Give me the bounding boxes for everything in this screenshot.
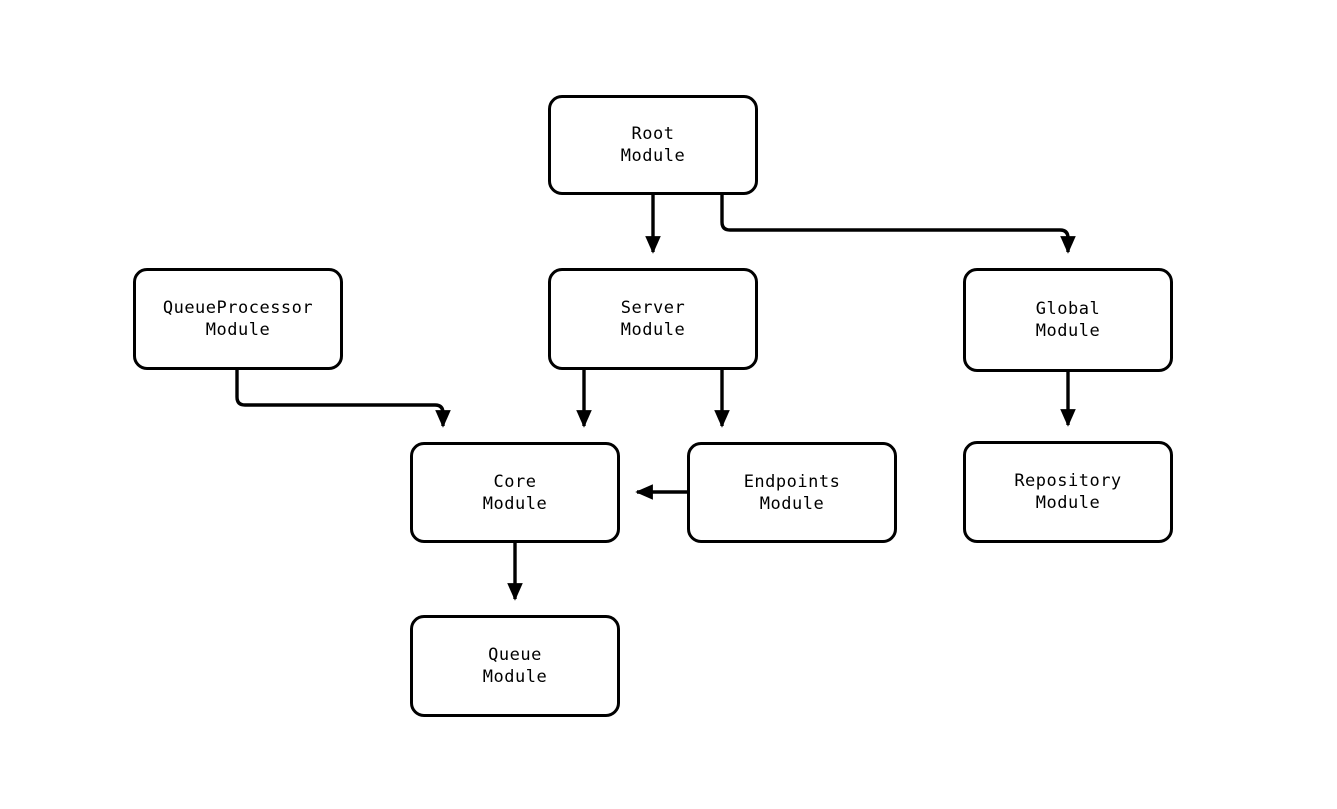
node-core-module[interactable]: Core Module <box>410 442 620 543</box>
node-root-module-label-line1: Root <box>631 124 675 144</box>
node-root-module-label-line2: Module <box>620 146 686 166</box>
node-repository-module-label-line2: Module <box>1035 493 1101 513</box>
node-queue-module[interactable]: Queue Module <box>410 615 620 717</box>
node-server-module[interactable]: Server Module <box>548 268 758 370</box>
node-server-module-label-line1: Server <box>620 298 686 318</box>
node-repository-module[interactable]: Repository Module <box>963 441 1173 543</box>
node-root-module[interactable]: Root Module <box>548 95 758 195</box>
node-endpoints-module-label-line1: Endpoints <box>743 471 841 492</box>
node-queue-module-label-line2: Module <box>482 667 548 687</box>
edge-root-to-global <box>720 195 1076 254</box>
node-core-module-label-line2: Module <box>482 493 548 514</box>
node-endpoints-module-label-line2: Module <box>759 493 825 514</box>
node-global-module-label-line1: Global <box>1035 299 1101 319</box>
node-server-module-label-line2: Module <box>620 320 686 340</box>
node-queueprocessor-module[interactable]: QueueProcessor Module <box>133 268 343 370</box>
node-global-module-label-line2: Module <box>1035 321 1101 341</box>
edge-queueprocessor-to-core <box>235 370 451 428</box>
node-global-module[interactable]: Global Module <box>963 268 1173 372</box>
node-queueprocessor-module-label-line2: Module <box>205 320 271 340</box>
node-queue-module-label-line1: Queue <box>488 645 542 665</box>
node-queueprocessor-module-label-line1: QueueProcessor <box>162 298 314 318</box>
node-repository-module-label-line1: Repository <box>1014 471 1122 491</box>
node-core-module-label-line1: Core <box>493 471 537 492</box>
node-endpoints-module[interactable]: Endpoints Module <box>687 442 897 543</box>
